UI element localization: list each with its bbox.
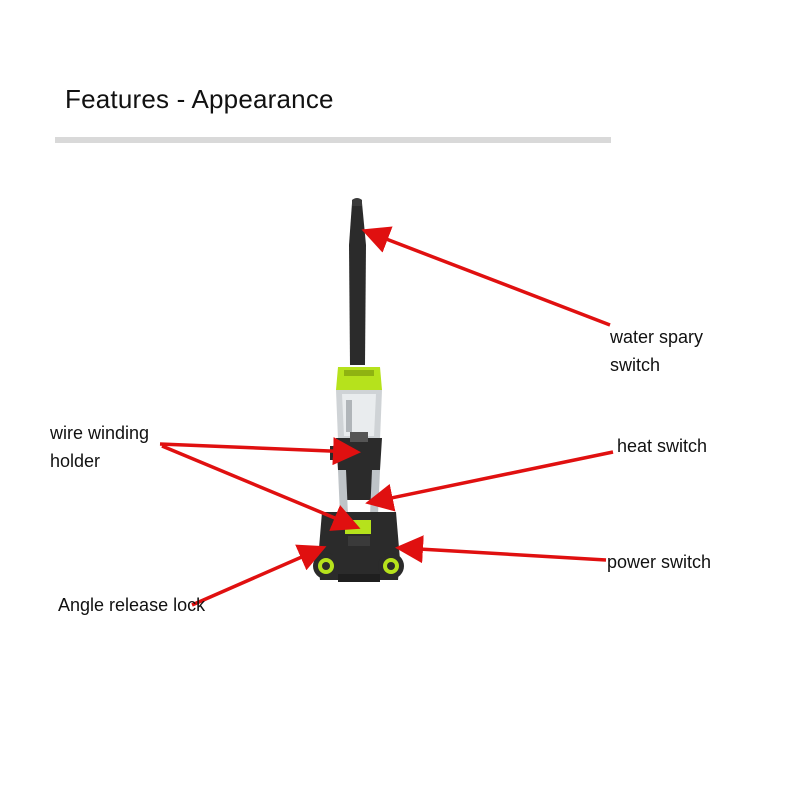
label-water-spray-switch: water spary switch [610,323,703,379]
arrow-wire-winding-upper [159,437,361,466]
page-title: Features - Appearance [65,84,334,114]
callout-arrows [159,226,614,607]
label-water-spray-line1: water spary [610,327,704,347]
arrow-wire-winding-lower [161,444,361,531]
label-water-spray-line2: switch [610,355,661,375]
label-wire-winding-holder: wire winding holder [50,419,149,475]
arrow-angle-release [191,544,327,607]
label-wire-winding-line1: wire winding [50,423,150,443]
arrow-water-spray [361,226,611,327]
arrow-heat-switch [365,450,614,512]
arrow-power-switch [395,535,607,564]
title-divider [55,137,611,143]
carpet-cleaner-illustration [313,198,404,582]
label-angle-release-lock: Angle release lock [58,595,206,615]
label-power-switch: power switch [607,552,712,572]
label-wire-winding-line2: holder [50,451,101,471]
label-heat-switch: heat switch [617,436,708,456]
